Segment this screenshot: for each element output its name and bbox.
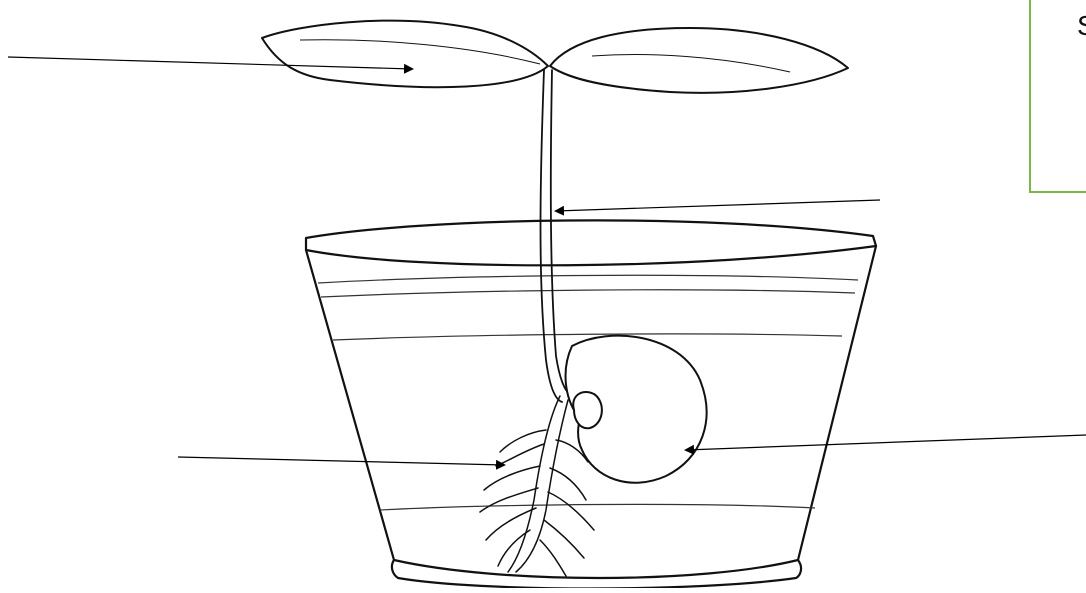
right-leaf (550, 28, 848, 93)
water-line-2 (321, 290, 855, 297)
seed-pointer-arrow (686, 435, 1086, 450)
root-branch-9 (540, 540, 566, 576)
root-branch-4 (480, 488, 538, 512)
cup-bottom (392, 560, 801, 588)
root-branch-2 (496, 444, 544, 466)
root-pointer-arrow (178, 457, 504, 465)
stem-pointer-arrow (556, 200, 880, 211)
green-label-box: S в (1029, 0, 1086, 193)
pointer-arrows (8, 57, 1086, 465)
stem-right-edge (551, 70, 570, 394)
root-branch-1 (500, 430, 546, 452)
main-root-right (516, 400, 568, 572)
box-letter: S (1077, 12, 1086, 40)
root-branch-3 (484, 466, 540, 490)
root-branch-7 (548, 492, 594, 530)
stem (541, 70, 571, 402)
left-leaf (262, 21, 548, 88)
cup-right-side (798, 246, 876, 560)
water-line-4 (380, 504, 815, 510)
cup-left-side (306, 250, 394, 560)
cup-rim (306, 220, 876, 265)
water-line-1 (318, 275, 858, 283)
leaves (262, 21, 848, 93)
main-root-left (508, 396, 560, 572)
seed-hilum (573, 392, 602, 428)
